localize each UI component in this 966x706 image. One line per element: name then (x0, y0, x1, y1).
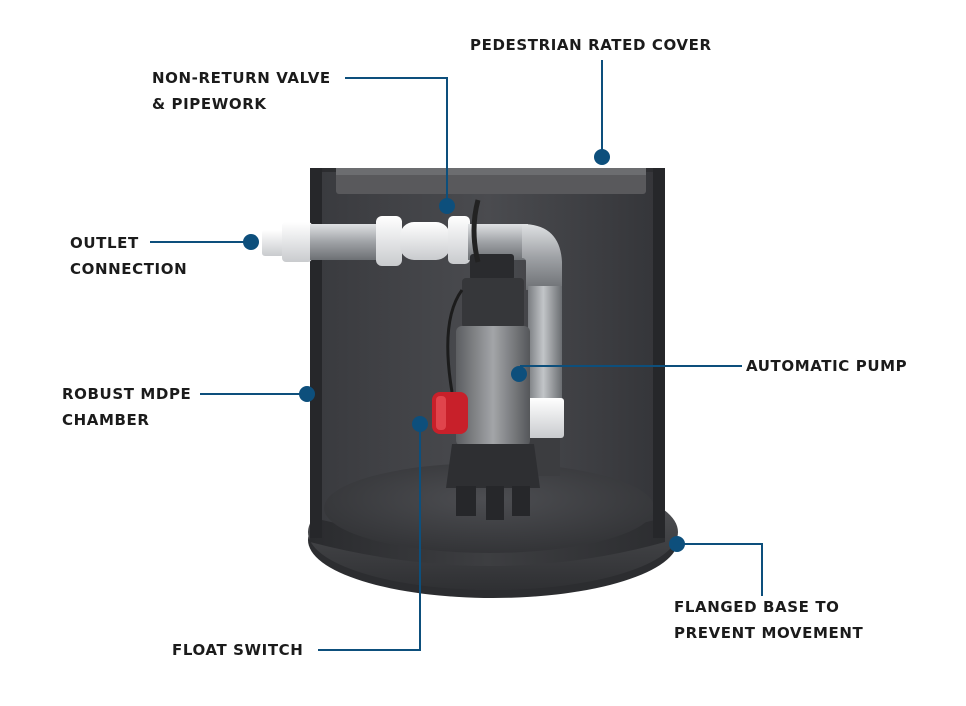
leader-lines (150, 60, 763, 651)
float-switch-body (432, 289, 468, 434)
leader-flanged-base (678, 543, 763, 596)
label-pedestrian-cover: PEDESTRIAN RATED COVER (470, 32, 712, 58)
label-line: PEDESTRIAN RATED COVER (470, 36, 712, 54)
label-line: AUTOMATIC PUMP (746, 357, 908, 375)
leader-non-return-valve (345, 77, 448, 205)
label-line: CONNECTION (70, 260, 188, 278)
leader-float-switch (318, 424, 421, 651)
marker-non-return-valve (439, 198, 455, 214)
riser-pipe (526, 286, 564, 476)
marker-flanged-base (669, 536, 685, 552)
marker-outlet-connection (243, 234, 259, 250)
marker-float-switch (412, 416, 428, 432)
label-line: CHAMBER (62, 411, 150, 429)
pedestrian-cover (336, 168, 646, 194)
label-line: FLANGED BASE TO (674, 598, 840, 616)
label-mdpe-chamber: ROBUST MDPE CHAMBER (62, 381, 191, 433)
label-line: PREVENT MOVEMENT (674, 624, 864, 642)
label-flanged-base: FLANGED BASE TO PREVENT MOVEMENT (674, 594, 863, 646)
marker-mdpe-chamber (299, 386, 315, 402)
marker-pedestrian-cover (594, 149, 610, 165)
marker-automatic-pump (511, 366, 527, 382)
label-line: OUTLET (70, 234, 139, 252)
label-automatic-pump: AUTOMATIC PUMP (746, 353, 907, 379)
leader-markers (243, 149, 685, 552)
automatic-pump-body (446, 199, 540, 520)
label-outlet-connection: OUTLET CONNECTION (70, 230, 187, 282)
label-float-switch: FLOAT SWITCH (172, 637, 303, 663)
label-line: & PIPEWORK (152, 95, 267, 113)
label-non-return-valve: NON-RETURN VALVE & PIPEWORK (152, 65, 331, 117)
label-line: NON-RETURN VALVE (152, 69, 331, 87)
label-line: FLOAT SWITCH (172, 641, 304, 659)
outlet-pipe (262, 216, 562, 290)
label-line: ROBUST MDPE (62, 385, 192, 403)
